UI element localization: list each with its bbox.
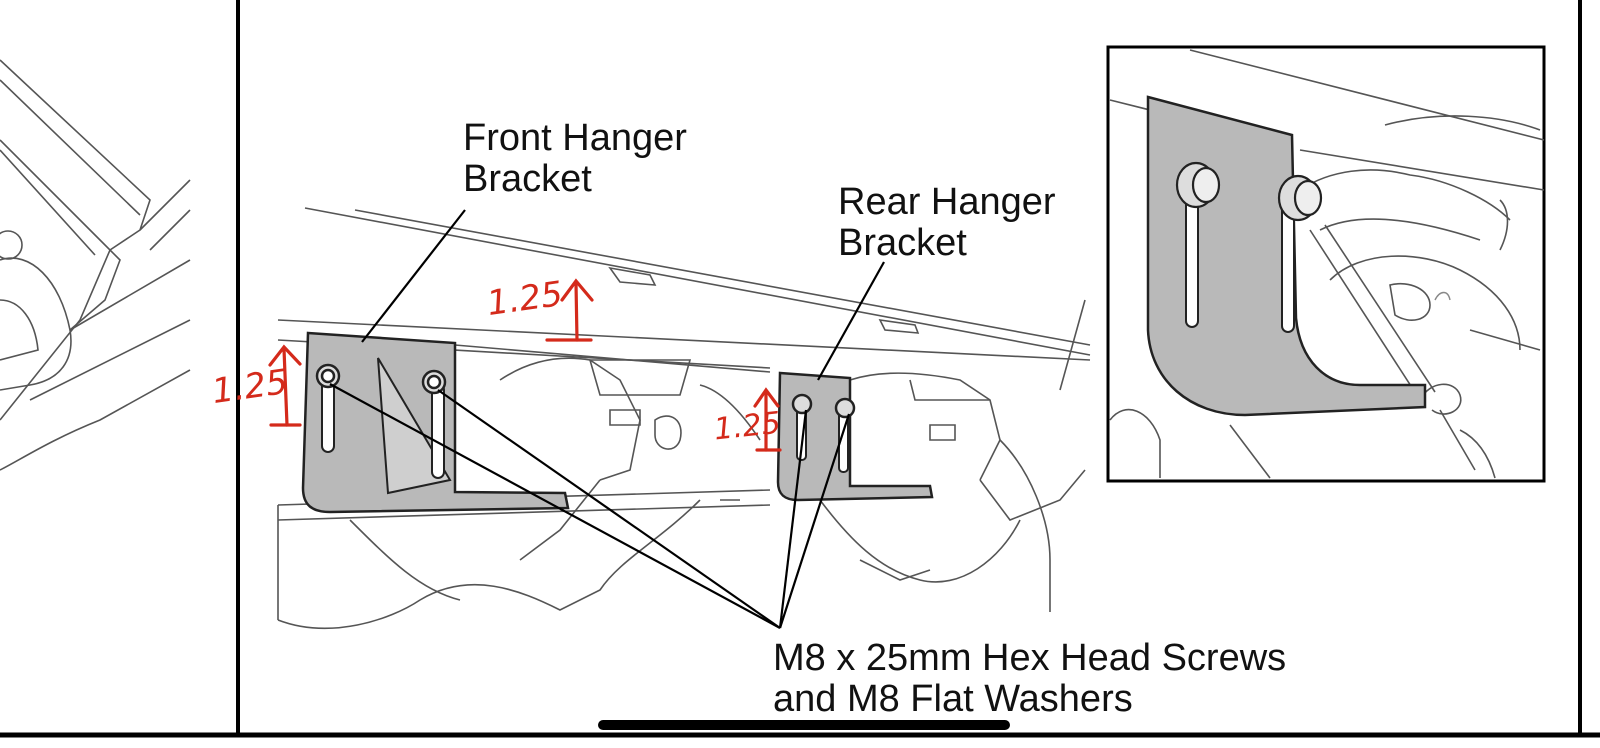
front-hanger-bracket-label: Front Hanger Bracket [463, 118, 687, 200]
home-indicator-bar[interactable] [598, 720, 1010, 730]
left-panel-sketch [0, 59, 191, 471]
handwritten-note-front-left: 1.25 [209, 361, 291, 413]
red-dimension-marks [268, 278, 782, 452]
rear-hanger-label-line2: Bracket [838, 222, 967, 264]
leader-lines [329, 209, 885, 629]
rear-hanger-bracket-label: Rear Hanger Bracket [838, 182, 1056, 264]
front-hanger-bracket [301, 331, 570, 514]
front-hanger-label-line2: Bracket [463, 158, 592, 200]
screws-label: M8 x 25mm Hex Head Screws and M8 Flat Wa… [773, 638, 1286, 720]
handwritten-note-front-top: 1.25 [484, 273, 566, 325]
rear-hanger-bracket [776, 371, 934, 502]
screws-label-line2: and M8 Flat Washers [773, 678, 1133, 720]
screws-label-line1: M8 x 25mm Hex Head Screws [773, 637, 1287, 679]
front-hanger-label-line1: Front Hanger [463, 117, 687, 159]
inset-detail-box [1106, 45, 1546, 483]
rear-hanger-label-line1: Rear Hanger [838, 181, 1056, 223]
handwritten-note-rear: 1.25 [712, 405, 783, 448]
